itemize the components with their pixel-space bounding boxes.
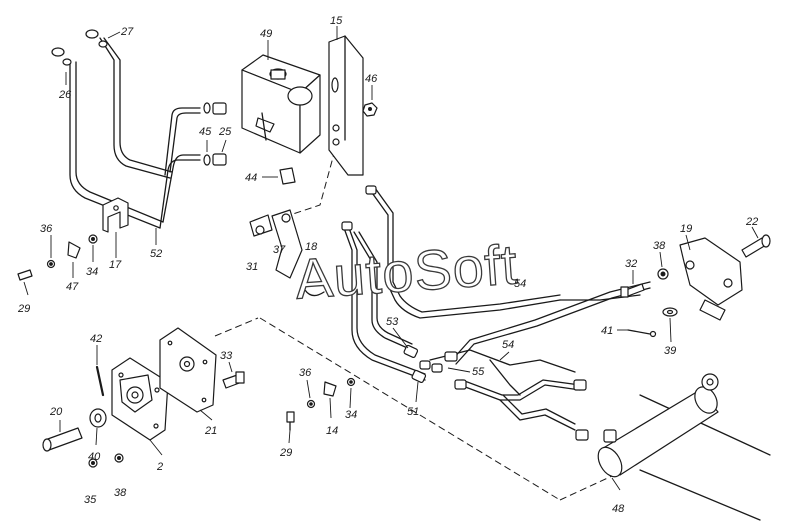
label-38-right: 38: [653, 240, 666, 252]
leader-lines: [23, 26, 759, 491]
label-55: 55: [472, 366, 485, 378]
pin-20: [42, 427, 83, 452]
assembly-guide-lines: [214, 149, 626, 501]
label-48: 48: [612, 503, 625, 515]
spring-clip-18: [302, 264, 325, 297]
label-44: 44: [245, 172, 257, 184]
label-36-left: 36: [40, 223, 53, 235]
cotter-pin-41: [627, 329, 657, 338]
fasteners-bottom-middle: [286, 377, 356, 431]
pipes-51-53-54: [343, 187, 651, 401]
label-38-bottom: 38: [114, 487, 127, 499]
pin-42: [95, 365, 105, 397]
pin-22: [741, 234, 771, 258]
flange-2: [111, 357, 169, 441]
mount-bracket-31: [249, 209, 303, 279]
label-2: 2: [156, 461, 163, 473]
label-49: 49: [260, 28, 272, 40]
pipe-fittings-26-27: [51, 29, 108, 66]
bracket-19: [679, 237, 743, 321]
small-fasteners-left: [17, 234, 98, 281]
nut-46: [362, 102, 378, 117]
label-46: 46: [365, 73, 378, 85]
label-15: 15: [330, 15, 343, 27]
bolt-32: [620, 283, 645, 298]
label-17: 17: [109, 259, 122, 271]
cylinder-48: [597, 373, 771, 521]
hose-54-lower: [499, 394, 576, 431]
bracket-17: [102, 197, 129, 233]
label-52: 52: [150, 248, 162, 260]
label-40: 40: [88, 451, 101, 463]
label-21: 21: [204, 425, 217, 437]
label-54-middle: 54: [502, 339, 514, 351]
label-41: 41: [601, 325, 613, 337]
label-22: 22: [745, 216, 758, 228]
label-32: 32: [625, 258, 637, 270]
washer-38-39: [657, 268, 678, 317]
label-14: 14: [326, 425, 338, 437]
watermark-text: AutoSoft: [293, 232, 520, 310]
unions-45-25: [203, 102, 227, 166]
reservoir-49: [241, 54, 321, 154]
label-47: 47: [66, 281, 79, 293]
bolt-33: [222, 371, 245, 389]
washer-40: [89, 408, 107, 428]
label-34-bottom: 34: [345, 409, 357, 421]
bracket-plate-15: [328, 35, 364, 176]
label-27: 27: [120, 26, 134, 38]
label-39: 39: [664, 345, 676, 357]
label-35: 35: [84, 494, 97, 506]
label-36-bottom: 36: [299, 367, 312, 379]
label-29-bottom: 29: [279, 447, 292, 459]
label-26: 26: [58, 89, 72, 101]
label-20: 20: [49, 406, 63, 418]
label-37: 37: [273, 244, 286, 256]
label-45: 45: [199, 126, 212, 138]
label-54-top: 54: [514, 278, 526, 290]
label-33: 33: [220, 350, 233, 362]
label-19: 19: [680, 223, 692, 235]
label-18: 18: [305, 241, 318, 253]
pipe-nuts-55: [341, 185, 589, 441]
part-number-labels: 2 14 15 17 18 19 20 21 22 25 26 27 29 29…: [17, 15, 758, 515]
label-29-left: 29: [17, 303, 30, 315]
label-34-left: 34: [86, 266, 98, 278]
bolt-44: [279, 167, 296, 185]
label-51: 51: [407, 406, 419, 418]
label-53: 53: [386, 316, 399, 328]
label-42: 42: [90, 333, 102, 345]
plate-21: [159, 327, 217, 413]
label-25: 25: [218, 126, 232, 138]
label-31: 31: [246, 261, 258, 273]
pipe-assembly-52: [69, 37, 201, 229]
nuts-35-38: [88, 453, 124, 468]
